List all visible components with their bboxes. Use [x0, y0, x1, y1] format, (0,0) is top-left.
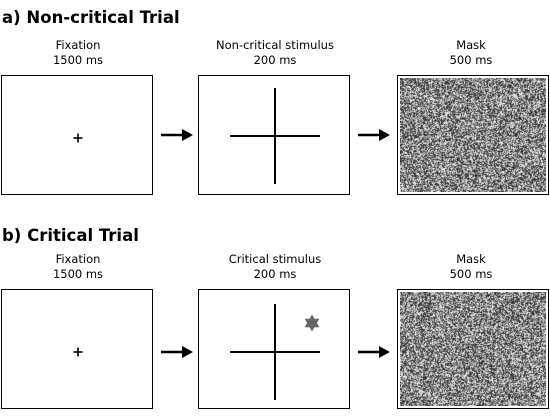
stage-label: Mask [394, 252, 548, 267]
caption-fixation-a: Fixation 1500 ms [1, 38, 155, 68]
star-icon [199, 290, 349, 408]
caption-fixation-b: Fixation 1500 ms [1, 252, 155, 282]
mask-panel-a [397, 75, 549, 195]
large-cross-icon [199, 76, 349, 194]
fixation-panel-a [1, 75, 153, 195]
caption-mask-b: Mask 500 ms [394, 252, 548, 282]
stage-label: Mask [394, 38, 548, 53]
noise-mask [400, 292, 546, 406]
caption-stimulus-a: Non-critical stimulus 200 ms [198, 38, 352, 68]
stage-label: Critical stimulus [198, 252, 352, 267]
fixation-panel-b [1, 289, 153, 409]
arrow-right-icon [160, 127, 194, 143]
stage-duration: 1500 ms [1, 53, 155, 68]
caption-stimulus-b: Critical stimulus 200 ms [198, 252, 352, 282]
arrow-right-icon [160, 344, 194, 360]
stimulus-panel-a [198, 75, 350, 195]
fixation-cross-icon [2, 76, 152, 194]
stage-duration: 500 ms [394, 53, 548, 68]
stage-duration: 200 ms [198, 53, 352, 68]
arrow-right-icon [357, 127, 391, 143]
stage-label: Fixation [1, 38, 155, 53]
noise-mask [400, 78, 546, 192]
stage-label: Non-critical stimulus [198, 38, 352, 53]
fixation-cross-icon [2, 290, 152, 408]
section-title-critical: b) Critical Trial [2, 226, 139, 245]
arrow-right-icon [357, 344, 391, 360]
stage-duration: 1500 ms [1, 267, 155, 282]
section-title-non-critical: a) Non-critical Trial [2, 8, 180, 27]
stage-label: Fixation [1, 252, 155, 267]
mask-panel-b [397, 289, 549, 409]
caption-mask-a: Mask 500 ms [394, 38, 548, 68]
stage-duration: 500 ms [394, 267, 548, 282]
stage-duration: 200 ms [198, 267, 352, 282]
stimulus-panel-b [198, 289, 350, 409]
